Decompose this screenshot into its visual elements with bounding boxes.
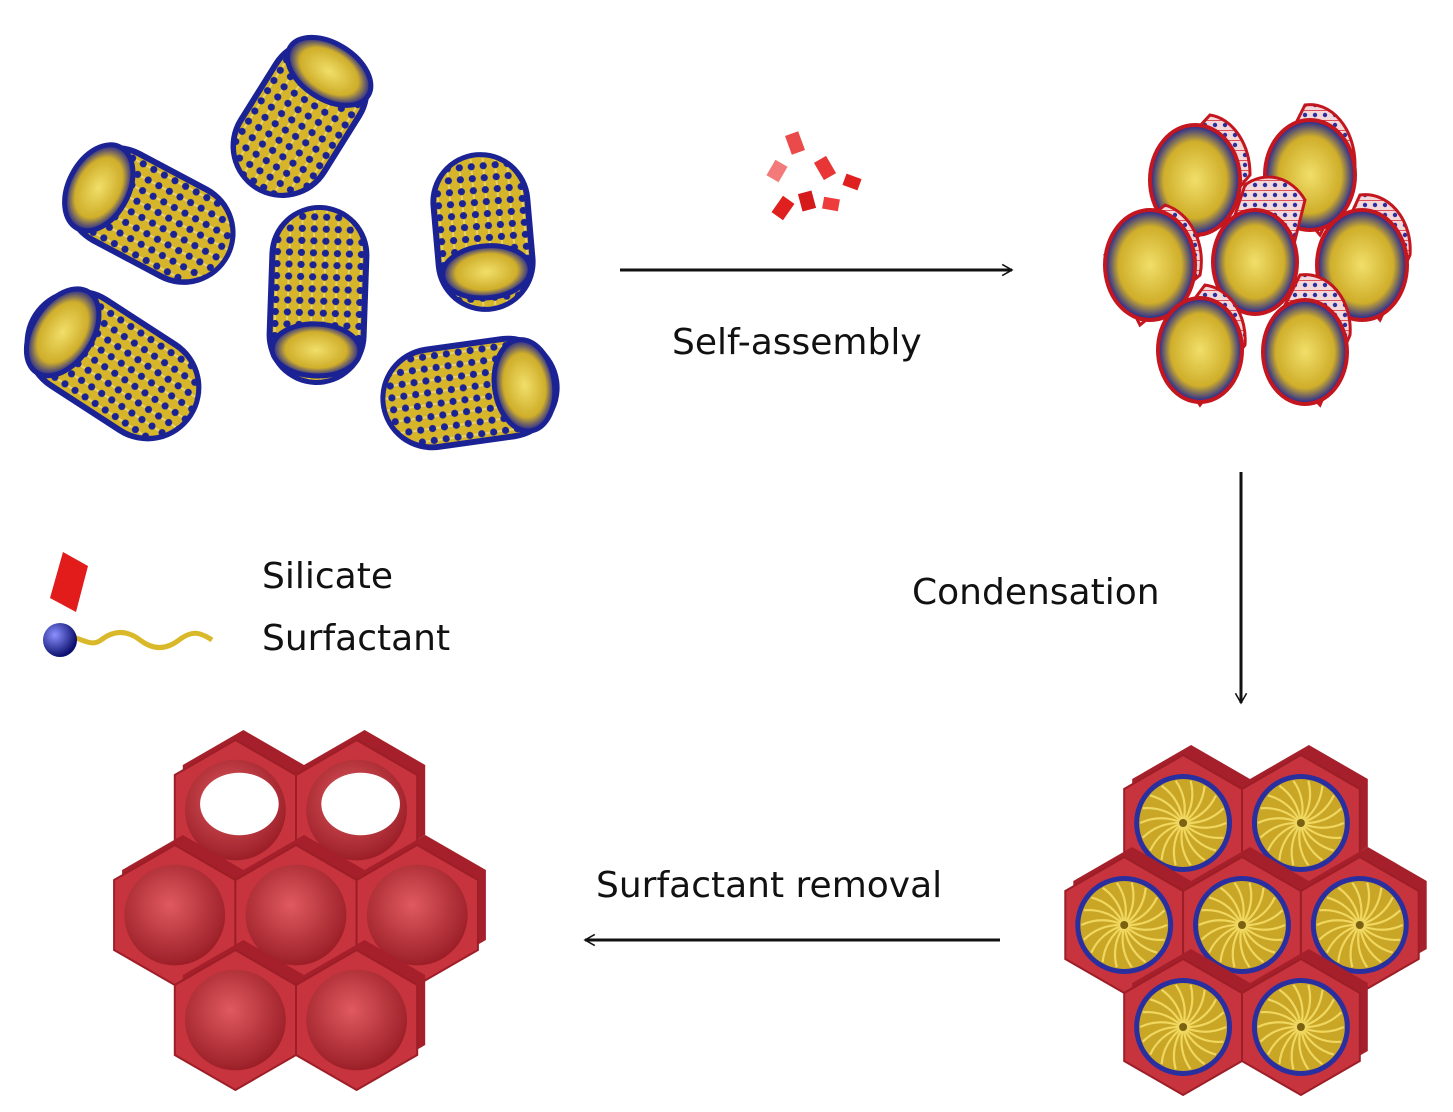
silicate-fragment-icon	[822, 196, 840, 212]
mesoporous-hexagon-icon	[234, 835, 365, 987]
coated-rod-icon	[1156, 283, 1247, 408]
silicate-fragment-icon	[766, 159, 788, 183]
surfactant-head-icon	[43, 623, 77, 657]
mesoporous-hexagon-icon	[1064, 847, 1192, 995]
surfactant-micelle-rod-icon	[266, 205, 370, 385]
mesoporous-hexagon-icon	[173, 730, 304, 882]
surfactant-micelle-rod-icon	[430, 152, 536, 312]
mesoporous-hexagon-icon	[1299, 847, 1427, 995]
silicate-coated-rods-group	[1103, 103, 1412, 408]
mesoporous-hexagon-icon	[295, 940, 426, 1092]
silicate-fragment-icon	[813, 155, 837, 181]
legend: Silicate Surfactant	[43, 552, 450, 659]
silicate-fragment-icon	[842, 173, 862, 191]
silicate-fragment-icon	[785, 131, 805, 155]
surfactant-micelle-rod-icon	[62, 142, 236, 285]
mesoporous-hexagon-icon	[1123, 949, 1250, 1097]
silicate-fragment-icon	[771, 195, 795, 221]
mesoporous-hexagon-icon	[173, 940, 304, 1092]
micelle-rods-group	[23, 34, 560, 451]
silicate-fragment-icon	[797, 190, 817, 212]
coated-rod-icon	[1261, 273, 1352, 408]
surfactant-tail-icon	[60, 630, 214, 650]
surfactant-removal-label: Surfactant removal	[596, 865, 942, 906]
surfactant-micelle-rod-icon	[230, 34, 374, 198]
legend-surfactant-label: Surfactant	[262, 618, 450, 659]
condensation-label: Condensation	[912, 572, 1160, 613]
filled-mesoporous-cluster	[1064, 745, 1427, 1097]
surfactant-micelle-rod-icon	[23, 286, 202, 442]
mesoporous-hexagon-icon	[1241, 949, 1368, 1097]
silicate-fragment-icon	[50, 552, 88, 612]
mesoporous-hexagon-icon	[1123, 745, 1250, 893]
silicate-fragments	[766, 131, 862, 221]
mesoporous-hexagon-icon	[1182, 847, 1309, 995]
mesoporous-hexagon-icon	[113, 835, 244, 987]
mesoporous-silica-cluster	[113, 730, 486, 1092]
self-assembly-label: Self-assembly	[672, 322, 922, 363]
legend-silicate-label: Silicate	[262, 556, 393, 597]
coated-rod-icon	[1103, 203, 1203, 328]
surfactant-micelle-rod-icon	[380, 335, 560, 451]
coated-rod-icon	[1211, 175, 1307, 316]
